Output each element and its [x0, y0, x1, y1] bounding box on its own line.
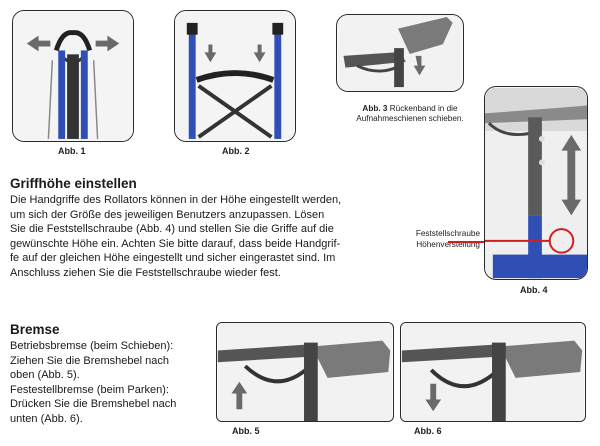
caption-abb4: Abb. 4 — [520, 285, 548, 295]
back-strap-illustration — [337, 15, 463, 91]
figure-abb1 — [12, 10, 134, 142]
text-griffhoehe: Die Handgriffe des Rollators können in d… — [10, 194, 342, 279]
callout-line — [448, 241, 484, 243]
caption-abb1: Abb. 1 — [58, 146, 86, 156]
caption-abb3: Abb. 3 Rückenband in die Aufnahmeschiene… — [356, 104, 464, 123]
figure-abb5 — [216, 322, 394, 422]
heading-bremse: Bremse — [10, 322, 60, 337]
figure-abb4 — [484, 86, 588, 280]
figure-abb2 — [174, 10, 296, 142]
heading-griffhoehe: Griffhöhe einstellen — [10, 176, 137, 191]
arrow-up-icon — [231, 381, 248, 410]
arrow-down-icon — [204, 44, 217, 63]
caption-abb5: Abb. 5 — [232, 426, 260, 436]
figure-abb3 — [336, 14, 464, 92]
handle-height-illustration — [485, 87, 587, 279]
rollator-seat-illustration — [175, 11, 295, 141]
arrow-down-icon — [425, 383, 442, 412]
caption-abb2: Abb. 2 — [222, 146, 250, 156]
brake-push-illustration — [401, 323, 585, 421]
callout-screw-label: Feststellschraube Höhenverstellung — [415, 229, 480, 249]
arrow-down-icon — [253, 44, 266, 63]
brake-pull-illustration — [217, 323, 393, 421]
arrow-updown-icon — [561, 134, 582, 216]
red-circle-marker — [548, 228, 575, 254]
figure-abb6 — [400, 322, 586, 422]
text-bremse: Betriebsbremse (beim Schieben): Ziehen S… — [10, 340, 177, 425]
caption-abb6: Abb. 6 — [414, 426, 442, 436]
rollator-folded-illustration — [13, 11, 133, 141]
